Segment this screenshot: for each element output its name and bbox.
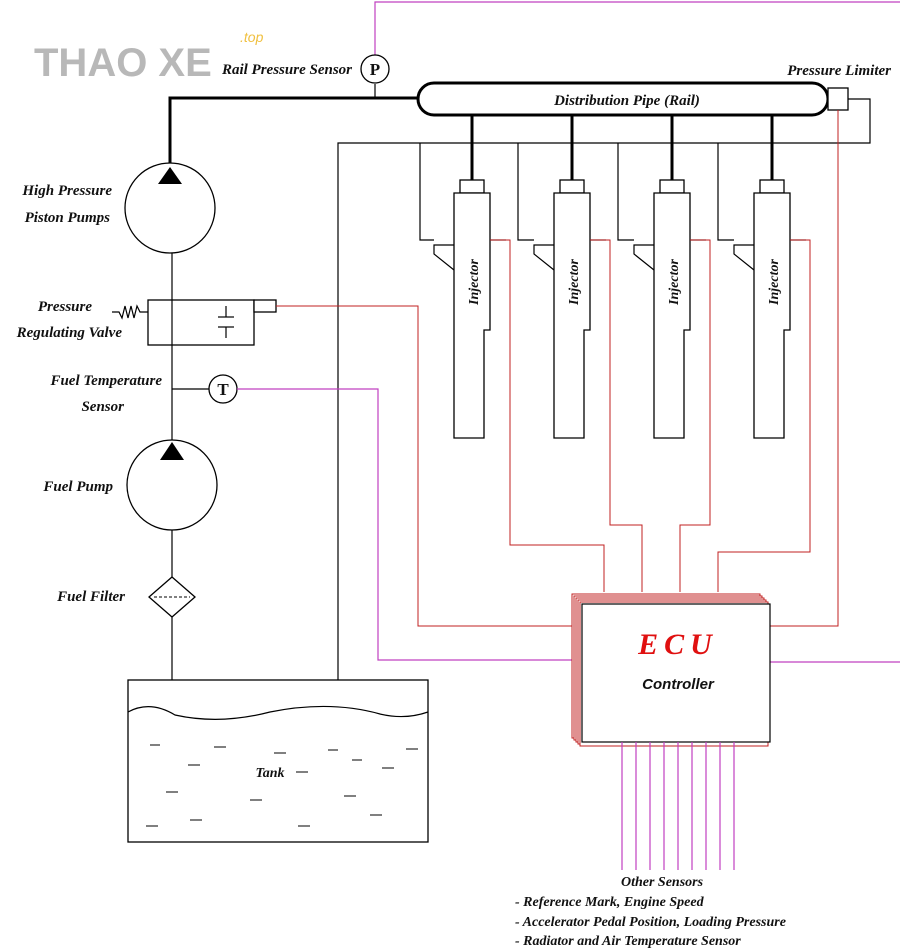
rail-pressure-sensor: P Rail Pressure Sensor xyxy=(221,54,390,98)
valve-signal-line xyxy=(276,305,572,627)
injector-4-label: Injector xyxy=(767,259,782,306)
rail-sensor-signal-line xyxy=(374,1,900,55)
injector-2: Injector xyxy=(533,179,606,439)
other-sensor-lines xyxy=(621,742,735,870)
distribution-pipe: Distribution Pipe (Rail) xyxy=(416,81,830,117)
tank-label: Tank xyxy=(255,766,284,781)
limiter-signal-line xyxy=(770,110,839,627)
high-pressure-pump-label-2: Piston Pumps xyxy=(25,210,111,226)
pressure-regulating-valve-label-2: Regulating Valve xyxy=(16,325,123,341)
ecu-subtitle: Controller xyxy=(642,676,715,693)
logo-subtext: .top xyxy=(240,29,264,45)
fuel-filter: Fuel Filter xyxy=(56,576,196,618)
injector-return-lines xyxy=(419,143,734,241)
fuel-temperature-sensor-label-2: Sensor xyxy=(81,399,124,415)
fuel-tank: Tank xyxy=(127,679,429,843)
other-sensor-item-2: - Accelerator Pedal Position, Loading Pr… xyxy=(515,915,786,930)
fuel-pump-label: Fuel Pump xyxy=(42,479,113,495)
injector-3-label: Injector xyxy=(667,259,682,306)
fuel-filter-label: Fuel Filter xyxy=(56,589,125,605)
injector-2-label: Injector xyxy=(567,259,582,306)
injector-signal-lines xyxy=(490,239,811,592)
temp-sensor-signal-line xyxy=(237,388,572,661)
other-sensors-legend: Other Sensors - Reference Mark, Engine S… xyxy=(515,875,786,948)
distribution-pipe-label: Distribution Pipe (Rail) xyxy=(553,93,700,109)
ecu-title: ECU xyxy=(637,628,718,661)
fuel-pump: Fuel Pump xyxy=(42,439,218,531)
injector-3: Injector xyxy=(633,179,706,439)
logo-text: THAO XE xyxy=(34,41,212,85)
pressure-regulating-valve-label-1: Pressure xyxy=(38,299,93,315)
ecu-controller: ECU Controller xyxy=(571,593,771,747)
pressure-sensor-symbol: P xyxy=(370,60,380,79)
fuel-temperature-sensor: T Fuel Temperature Sensor xyxy=(49,373,238,415)
fuel-temperature-sensor-label-1: Fuel Temperature xyxy=(49,373,162,389)
pressure-limiter: Pressure Limiter xyxy=(337,63,891,680)
other-sensor-item-1: - Reference Mark, Engine Speed xyxy=(515,895,705,910)
injector-1-label: Injector xyxy=(467,259,482,306)
other-sensors-title: Other Sensors xyxy=(621,875,704,890)
rail-pressure-sensor-label: Rail Pressure Sensor xyxy=(221,62,352,78)
pressure-limiter-label: Pressure Limiter xyxy=(787,63,891,79)
pressure-regulating-valve: Pressure Regulating Valve xyxy=(16,299,277,346)
injector-4: Injector xyxy=(733,179,806,439)
rail-injector-feeds xyxy=(470,115,774,180)
high-pressure-pump: High Pressure Piston Pumps xyxy=(21,162,216,254)
high-pressure-pump-label-1: High Pressure xyxy=(21,183,112,199)
temp-sensor-symbol: T xyxy=(217,380,229,399)
high-pressure-line xyxy=(168,96,420,168)
watermark-logo: THAO XE .top xyxy=(34,29,264,85)
injector-1: Injector xyxy=(433,179,506,439)
other-sensor-item-3: - Radiator and Air Temperature Sensor xyxy=(515,934,741,948)
